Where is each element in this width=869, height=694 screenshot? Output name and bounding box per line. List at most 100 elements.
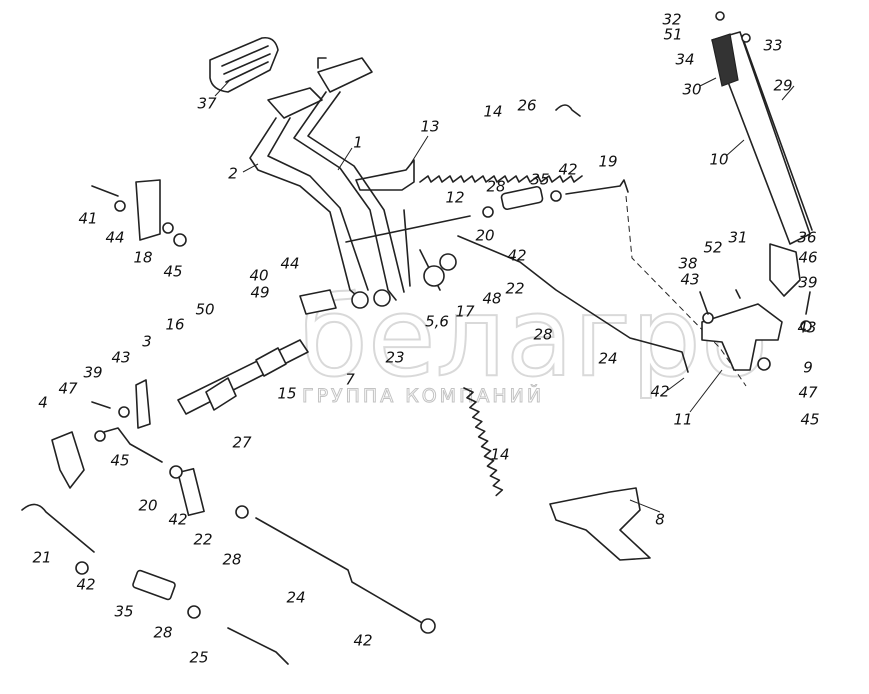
part-label: 11 [673,411,692,429]
part-label: 21 [32,549,51,567]
part-label: 43 [797,319,816,337]
part-label: 3 [142,333,152,351]
pin-26 [555,104,581,117]
part-label: 51 [663,26,682,44]
part-label: 33 [763,37,782,55]
part-label: 45 [110,452,129,470]
part-label: 1 [353,134,363,152]
part-label: 7 [345,371,355,389]
part-label: 42 [168,511,187,529]
part-label: 28 [486,178,505,196]
part-label: 42 [650,383,669,401]
part-label: 27 [232,434,252,452]
part-label: 38 [678,255,697,273]
part-label: 5,6 [425,313,449,331]
part-label: 9 [803,359,813,377]
lever-3 [135,379,151,429]
part-label: 23 [385,349,404,367]
part-label: 42 [353,632,372,650]
part-label: 29 [773,77,792,95]
part-label: 31 [728,229,747,247]
spring-14-upper [419,175,583,183]
rod-24-lower [255,517,425,625]
part-label: 40 [249,267,268,285]
part-label: 52 [703,239,722,257]
part-label: 50 [195,301,214,319]
part-label: 10 [709,151,728,169]
clevis-35-lower [132,569,176,601]
part-label: 44 [280,255,299,273]
rod-24-upper [457,235,689,373]
part-label: 16 [165,316,184,334]
part-label: 32 [662,11,681,29]
part-label: 34 [675,51,694,69]
part-label: 45 [163,263,182,281]
part-label: 14 [490,446,509,464]
part-label: 37 [197,95,217,113]
part-label: 39 [798,274,817,292]
pedals-1-2 [249,57,405,309]
bracket-18 [135,179,161,241]
part-label: 47 [798,384,818,402]
part-label: 43 [680,271,699,289]
part-label: 24 [598,350,617,368]
part-label: 25 [189,649,208,667]
lever-4 [51,431,85,489]
part-label: 22 [505,280,524,298]
watermark-subtitle: ГРУППА КОМПАНИЙ [302,384,544,407]
part-label: 35 [530,171,549,189]
part-label: 8 [655,511,665,529]
tube-22 [177,467,205,517]
part-label: 28 [153,624,172,642]
part-label: 49 [250,284,269,302]
shaft-15 [177,339,309,415]
part-label: 47 [58,380,78,398]
part-label: 45 [800,411,819,429]
clevis-25 [227,627,289,665]
spring-14-lower [463,387,504,497]
part-label: 20 [138,497,157,515]
part-label: 18 [133,249,152,267]
part-label: 48 [482,290,501,308]
part-label: 28 [222,551,241,569]
clevis-35 [500,185,544,211]
part-label: 42 [507,247,526,265]
leader-lines [214,77,795,513]
part-label: 30 [682,81,701,99]
pedal-pad-37 [209,36,279,93]
part-label: 43 [111,349,130,367]
part-label: 42 [76,576,95,594]
rod-end-20 [103,427,163,463]
part-label: 22 [193,531,212,549]
part-label: 13 [420,118,439,136]
part-label: 14 [483,103,502,121]
part-label: 46 [798,249,817,267]
part-label: 26 [517,97,536,115]
bolt-19 [565,179,629,195]
part-label: 24 [286,589,305,607]
grip-30 [711,33,739,87]
bracket-8 [549,487,651,561]
rod-end-21 [21,503,95,553]
bolt-41 [91,185,119,197]
part-label: 44 [105,229,124,247]
part-label: 2 [228,165,238,183]
part-label: 4 [38,394,48,412]
rod-12 [345,215,471,243]
part-label: 15 [277,385,296,403]
part-label: 39 [83,364,102,382]
part-label: 28 [533,326,552,344]
bracket-13 [355,159,415,191]
part-label: 20 [475,227,494,245]
part-label: 19 [598,153,617,171]
part-label: 42 [558,161,577,179]
part-label: 41 [78,210,97,228]
bracket-9-11 [701,303,783,371]
sector-36 [769,243,801,297]
part-label: 12 [445,189,464,207]
part-label: 36 [797,229,816,247]
part-label: 17 [455,303,475,321]
